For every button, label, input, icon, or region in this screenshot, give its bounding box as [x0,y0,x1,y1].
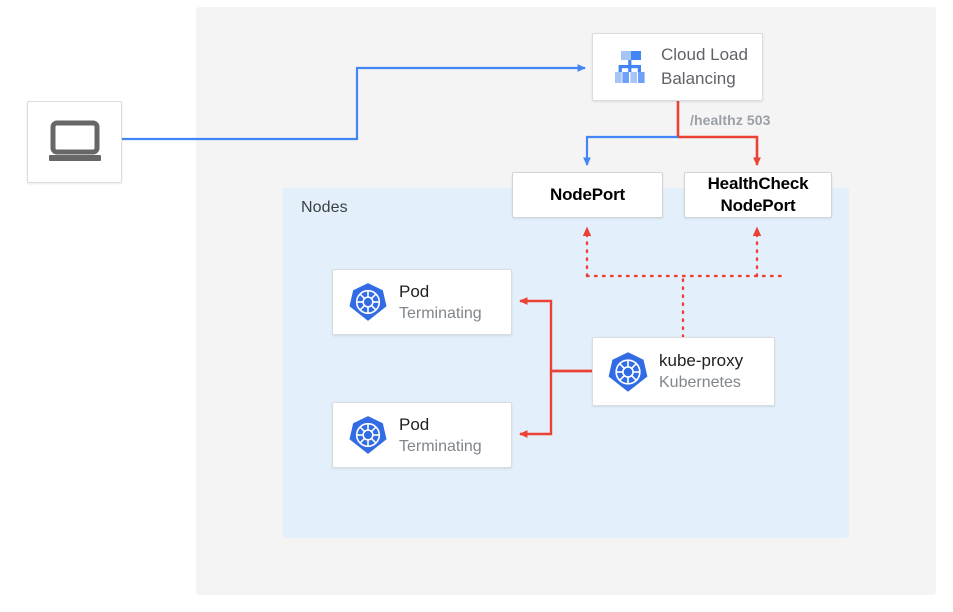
kubernetes-icon [597,350,659,394]
pod-title-2: Pod [399,414,430,434]
kubernetes-icon [337,414,399,456]
pod-text-2: Pod Terminating [399,413,482,458]
healthcheck-nodeport-box: HealthCheck NodePort [684,172,832,218]
pod-title-1: Pod [399,281,430,301]
healthcheck-nodeport-label-line1: HealthCheck [707,174,809,193]
pod-status-1: Terminating [399,304,482,322]
nodeport-label: NodePort [550,185,625,204]
kube-proxy-text: kube-proxy Kubernetes [659,349,743,394]
pod-status-2: Terminating [399,437,482,455]
cloud-load-balancing-title-line1: Cloud Load [661,45,748,64]
cloud-load-balancing-card: Cloud Load Balancing [592,33,763,101]
cloud-load-balancing-icon [599,49,661,85]
pod-text-1: Pod Terminating [399,280,482,325]
cloud-load-balancing-text: Cloud Load Balancing [661,43,748,91]
pod-card-1: Pod Terminating [332,269,512,335]
nodes-region-label: Nodes [301,199,348,216]
laptop-icon [45,120,105,164]
kube-proxy-title: kube-proxy [659,351,744,370]
healthz-status-label: /healthz 503 [690,112,771,128]
healthcheck-nodeport-label-line2: NodePort [720,196,796,215]
pod-card-2: Pod Terminating [332,402,512,468]
kube-proxy-card: kube-proxy Kubernetes [592,337,775,406]
cloud-load-balancing-title-line2: Balancing [661,69,736,88]
kube-proxy-subtitle: Kubernetes [659,374,741,391]
client-card [27,101,122,183]
kubernetes-icon [337,281,399,323]
nodeport-box: NodePort [512,172,663,218]
